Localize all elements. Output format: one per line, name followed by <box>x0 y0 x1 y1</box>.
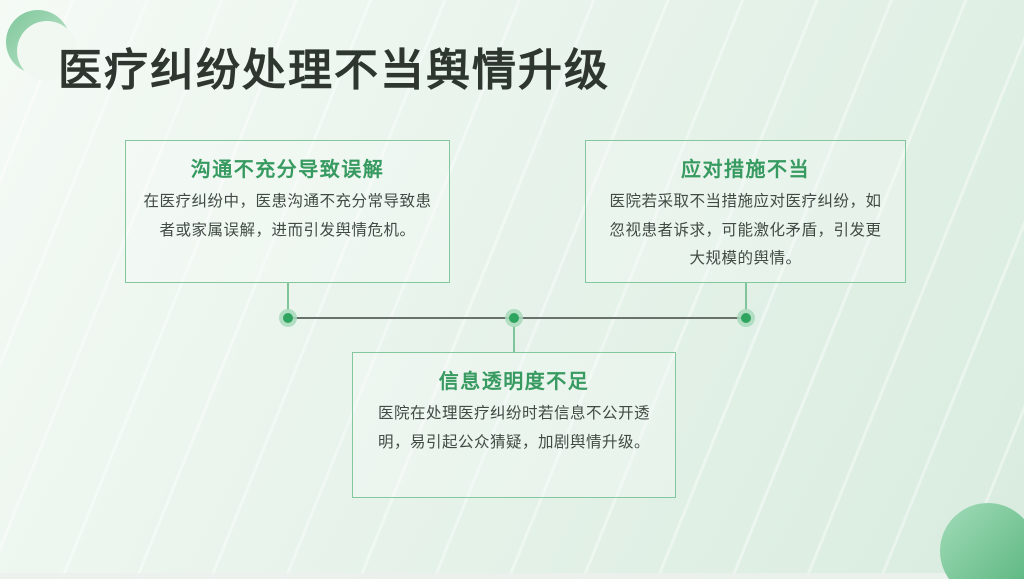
connector-bottom <box>513 326 515 352</box>
card-insufficient-transparency: 信息透明度不足 医院在处理医疗纠纷时若信息不公开透明，易引起公众猜疑，加剧舆情升… <box>352 352 676 498</box>
connector-right <box>745 283 747 310</box>
card-communication-misunderstanding: 沟通不充分导致误解 在医疗纠纷中，医患沟通不充分常导致患者或家属误解，进而引发舆… <box>125 140 450 283</box>
card-improper-response: 应对措施不当 医院若采取不当措施应对医疗纠纷，如忽视患者诉求，可能激化矛盾，引发… <box>585 140 906 283</box>
card-title: 沟通不充分导致误解 <box>190 159 385 181</box>
card-title: 应对措施不当 <box>681 159 810 181</box>
slide-title: 医疗纠纷处理不当舆情升级 <box>58 46 610 95</box>
timeline-dot-left <box>279 309 297 327</box>
card-title: 信息透明度不足 <box>438 371 590 393</box>
connector-left <box>287 283 289 310</box>
crescent-decoration-icon <box>6 10 77 81</box>
timeline-dot-core <box>741 313 751 323</box>
timeline-dot-core <box>283 313 293 323</box>
bottom-strip <box>0 573 1024 579</box>
timeline-dot-middle <box>505 309 523 327</box>
card-body: 医院若采取不当措施应对医疗纠纷，如忽视患者诉求，可能激化矛盾，引发更大规模的舆情… <box>609 193 882 268</box>
card-body: 医院在处理医疗纠纷时若信息不公开透明，易引起公众猜疑，加剧舆情升级。 <box>377 405 650 451</box>
card-body: 在医疗纠纷中，医患沟通不充分常导致患者或家属误解，进而引发舆情危机。 <box>143 193 432 239</box>
timeline-dot-right <box>737 309 755 327</box>
timeline-dot-core <box>509 313 519 323</box>
circle-decoration-icon <box>940 503 1024 579</box>
